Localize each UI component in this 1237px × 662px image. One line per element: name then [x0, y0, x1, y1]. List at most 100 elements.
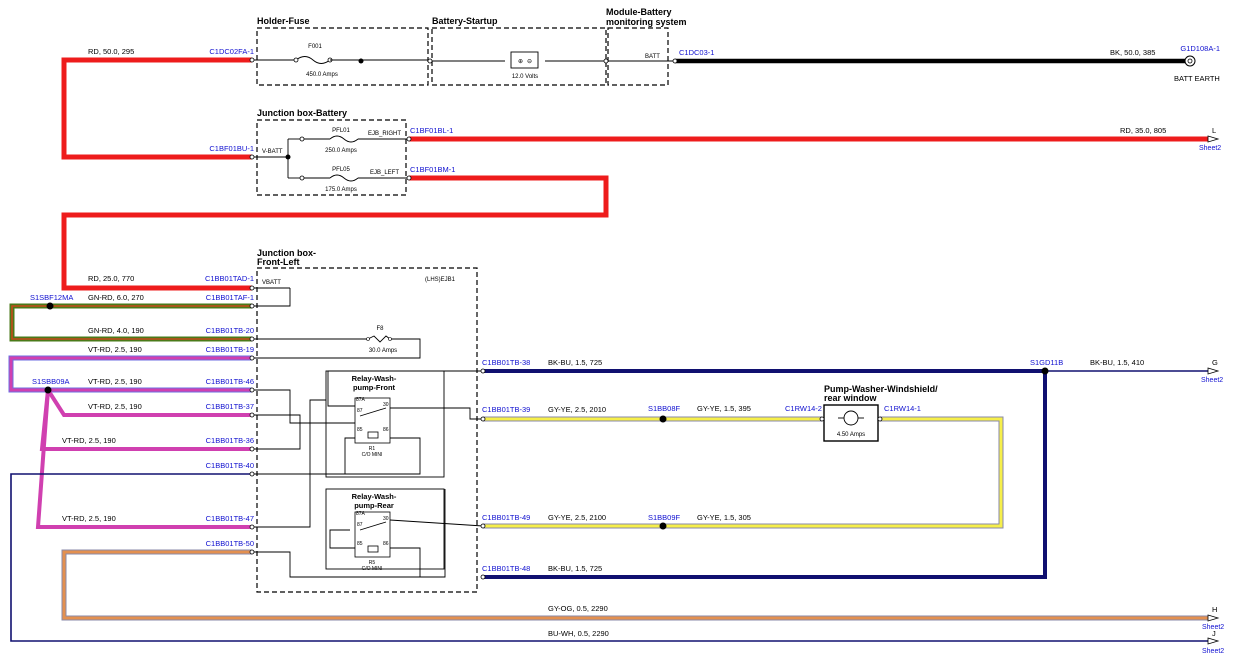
splice-points	[44, 302, 1049, 530]
wire-vt-rd-47[interactable]	[35, 389, 252, 529]
conn-c1rw14-1[interactable]: C1RW14-1	[884, 404, 921, 413]
wire-label-4: RD, 25.0, 770	[88, 274, 134, 283]
wire-rd-50[interactable]	[61, 57, 252, 160]
wire-label-13: BK-BU, 1.5, 410	[1090, 358, 1144, 367]
sheet-j-link[interactable]: Sheet2	[1202, 648, 1224, 655]
relay-r5[interactable]	[354, 511, 391, 558]
conn-c1bb01tb20[interactable]: C1BB01TB-20	[206, 326, 254, 335]
conn-c1bb01tb38[interactable]: C1BB01TB-38	[482, 358, 530, 367]
jb-front-left-title-1: Junction box-	[257, 248, 316, 258]
wire-label-3: RD, 35.0, 805	[1120, 126, 1166, 135]
pump-rating: 4.50 Amps	[837, 432, 865, 438]
wire-label-12: BK-BU, 1.5, 725	[548, 358, 602, 367]
conn-s1sbf12ma[interactable]: S1SBF12MA	[30, 293, 73, 302]
conn-c1dc03[interactable]: C1DC03-1	[679, 48, 714, 57]
wire-label-17: GY-YE, 1.5, 305	[697, 513, 751, 522]
wire-bk-bu-loop[interactable]	[483, 369, 1047, 579]
conn-c1bb01tad[interactable]: C1BB01TAD-1	[205, 274, 254, 283]
f001-rating: 450.0 Amps	[306, 72, 338, 78]
conn-c1bf01bl[interactable]: C1BF01BL-1	[410, 126, 453, 135]
relay-front-box	[325, 370, 445, 478]
conn-g1d108a[interactable]: G1D108A-1	[1180, 44, 1220, 53]
wire-label-20: BU-WH, 0.5, 2290	[548, 629, 609, 638]
conn-s1gd11b[interactable]: S1GD11B	[1030, 358, 1063, 367]
wire-layer	[8, 57, 1210, 642]
wire-label-18: BK-BU, 1.5, 725	[548, 564, 602, 573]
conn-c1bb01taf[interactable]: C1BB01TAF-1	[206, 293, 254, 302]
junction-box-battery	[256, 119, 407, 196]
svg-text:⊖: ⊖	[527, 59, 532, 65]
r5-pin-85: 85	[357, 541, 363, 547]
module-battery-title-2: monitoring system	[606, 17, 687, 27]
r1-pin-86: 86	[383, 427, 389, 433]
fuse-pfl01[interactable]	[329, 135, 359, 143]
conn-c1bb01tb47[interactable]: C1BB01TB-47	[206, 514, 254, 523]
sheet-g-link[interactable]: Sheet2	[1201, 377, 1223, 384]
conn-c1bb01tb50[interactable]: C1BB01TB-50	[206, 539, 254, 548]
relay-r1[interactable]	[354, 397, 391, 444]
conn-s1bb08f[interactable]: S1BB08F	[648, 404, 681, 413]
r1-pin-87a: 87A	[356, 397, 366, 403]
f001-label: F001	[308, 44, 322, 50]
relay-rear-title-2: pump-Rear	[354, 501, 394, 510]
r5-type: C/O MINI	[362, 566, 383, 572]
fuse-f001[interactable]	[293, 56, 364, 64]
sheet-h-link[interactable]: Sheet2	[1202, 624, 1224, 631]
conn-c1bb01tb46[interactable]: C1BB01TB-46	[206, 377, 254, 386]
wire-vt-rd-37[interactable]	[46, 388, 252, 417]
sheet-l-link[interactable]: Sheet2	[1199, 145, 1221, 152]
conn-c1dc02fa[interactable]: C1DC02FA-1	[209, 47, 254, 56]
wire-label-2: BK, 50.0, 385	[1110, 48, 1155, 57]
batt-earth-icon[interactable]	[1184, 55, 1196, 67]
fuse-pfl05[interactable]	[329, 174, 359, 182]
wire-label-11: VT-RD, 2.5, 190	[62, 514, 116, 523]
wire-gy-ye-49[interactable]	[483, 417, 1003, 528]
ejb-right-label: EJB_RIGHT	[368, 131, 401, 137]
pfl01-label: PFL01	[332, 128, 350, 134]
conn-c1bb01tb40[interactable]: C1BB01TB-40	[206, 461, 254, 470]
wire-bu-wh[interactable]	[10, 473, 1208, 642]
conn-c1bf01bm[interactable]: C1BF01BM-1	[410, 165, 455, 174]
r5-pin-86: 86	[383, 541, 389, 547]
conn-c1rw14-2[interactable]: C1RW14-2	[785, 404, 822, 413]
conn-c1bb01tb39[interactable]: C1BB01TB-39	[482, 405, 530, 414]
holder-fuse-title: Holder-Fuse	[257, 16, 310, 26]
r5-pin-30: 30	[383, 516, 389, 522]
r1-pin-30: 30	[383, 402, 389, 408]
wire-gy-og[interactable]	[62, 550, 1208, 620]
battery-rating: 12.0 Volts	[512, 74, 538, 80]
wire-vt-rd-loop[interactable]	[9, 356, 252, 392]
relay-rear-box	[325, 488, 445, 570]
battery-symbol[interactable]: ⊕ ⊖	[510, 51, 539, 69]
wire-labels: RD, 50.0, 295 BK, 50.0, 385 RD, 35.0, 80…	[62, 47, 1166, 638]
conn-s1sbb09a[interactable]: S1SBB09A	[32, 377, 70, 386]
r1-type: C/O MINI	[362, 452, 383, 458]
pfl01-rating: 250.0 Amps	[325, 148, 357, 154]
wire-label-15: GY-YE, 1.5, 395	[697, 404, 751, 413]
r5-label: R5	[369, 560, 376, 566]
pump-title-2: rear window	[824, 393, 878, 403]
conn-c1bb01tb19[interactable]: C1BB01TB-19	[206, 345, 254, 354]
svg-text:⊕: ⊕	[518, 59, 523, 65]
vbatt-pin-label: V-BATT	[262, 149, 283, 155]
conn-c1bb01tb37[interactable]: C1BB01TB-37	[206, 402, 254, 411]
conn-c1bb01tb48[interactable]: C1BB01TB-48	[482, 564, 530, 573]
conn-c1bf01bu[interactable]: C1BF01BU-1	[209, 144, 254, 153]
r1-pin-85: 85	[357, 427, 363, 433]
wire-rd-25[interactable]	[61, 175, 609, 291]
pfl05-rating: 175.0 Amps	[325, 187, 357, 193]
vbatt2-label: VBATT	[262, 280, 281, 286]
sheet-j-label: J	[1212, 629, 1216, 638]
jb-battery-title: Junction box-Battery	[257, 108, 347, 118]
wire-gn-rd-tracer	[11, 305, 252, 340]
conn-s1bb09f[interactable]: S1BB09F	[648, 513, 681, 522]
conn-c1bb01tb36[interactable]: C1BB01TB-36	[206, 436, 254, 445]
fuse-f8[interactable]	[366, 335, 392, 343]
r5-pin-87: 87	[357, 522, 363, 528]
pump-washer-motor[interactable]	[823, 404, 879, 442]
conn-c1bb01tb49[interactable]: C1BB01TB-49	[482, 513, 530, 522]
r5-pin-87a: 87A	[356, 511, 366, 517]
batt-earth-label: BATT EARTH	[1174, 74, 1220, 83]
wire-label-14: GY-YE, 2.5, 2010	[548, 405, 606, 414]
